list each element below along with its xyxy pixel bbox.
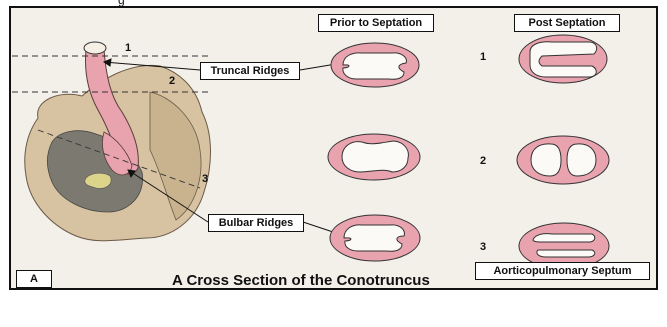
panel-letter: A — [16, 270, 52, 288]
row-level-2: 2 — [480, 155, 486, 167]
row-level-1: 1 — [480, 51, 486, 63]
prior-septation-header: Prior to Septation — [318, 14, 434, 32]
prior-section-3 — [330, 215, 420, 261]
figure-caption: A Cross Section of the Conotruncus — [172, 272, 430, 289]
post-section-1 — [519, 35, 607, 83]
heart-illustration — [12, 42, 211, 241]
heart-level-1: 1 — [125, 42, 131, 54]
aorticopulmonary-septum-label: Aorticopulmonary Septum — [475, 262, 650, 280]
prior-section-2 — [328, 134, 420, 180]
post-section-2 — [517, 136, 609, 184]
post-septation-header: Post Septation — [514, 14, 620, 32]
heart-level-3: 3 — [202, 173, 208, 185]
truncal-ridges-label: Truncal Ridges — [200, 62, 300, 80]
row-level-3: 3 — [480, 241, 486, 253]
prior-section-1 — [331, 43, 419, 87]
truncus-top-opening — [84, 42, 106, 54]
bulbar-ridges-label: Bulbar Ridges — [208, 214, 304, 232]
heart-level-2: 2 — [169, 75, 175, 87]
